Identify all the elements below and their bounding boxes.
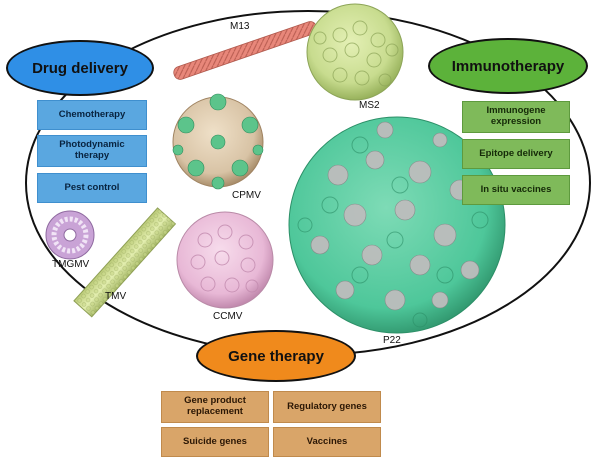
box-pest-control: Pest control <box>37 173 147 203</box>
cpmv-particle <box>172 93 264 190</box>
label-p22: P22 <box>383 335 401 346</box>
label-ms2: MS2 <box>359 100 380 111</box>
tmv-particle <box>73 207 177 318</box>
drug-delivery-pill: Drug delivery <box>6 40 154 96</box>
immunotherapy-pill: Immunotherapy <box>428 38 588 94</box>
box-gene-product-replacement: Gene product replacement <box>161 391 269 423</box>
label-cpmv: CPMV <box>232 190 261 201</box>
box-regulatory-genes: Regulatory genes <box>273 391 381 423</box>
ms2-particle <box>306 3 404 101</box>
box-epitope-delivery: Epitope delivery <box>462 139 570 169</box>
tmgmv-particle <box>45 210 95 260</box>
label-m13: M13 <box>230 21 250 32</box>
label-ccmv: CCMV <box>213 311 243 322</box>
gene-therapy-pill: Gene therapy <box>196 330 356 382</box>
box-suicide-genes: Suicide genes <box>161 427 269 457</box>
p22-particle <box>288 116 506 334</box>
ccmv-particle <box>176 211 274 309</box>
box-in-situ-vaccines: In situ vaccines <box>462 175 570 205</box>
label-tmv: TMV <box>105 291 127 302</box>
box-chemotherapy: Chemotherapy <box>37 100 147 130</box>
box-photodynamic-therapy: Photodynamic therapy <box>37 135 147 167</box>
box-vaccines: Vaccines <box>273 427 381 457</box>
box-immunogene-expression: Immunogene expression <box>462 101 570 133</box>
label-tmgmv: TMGMV <box>52 259 90 270</box>
